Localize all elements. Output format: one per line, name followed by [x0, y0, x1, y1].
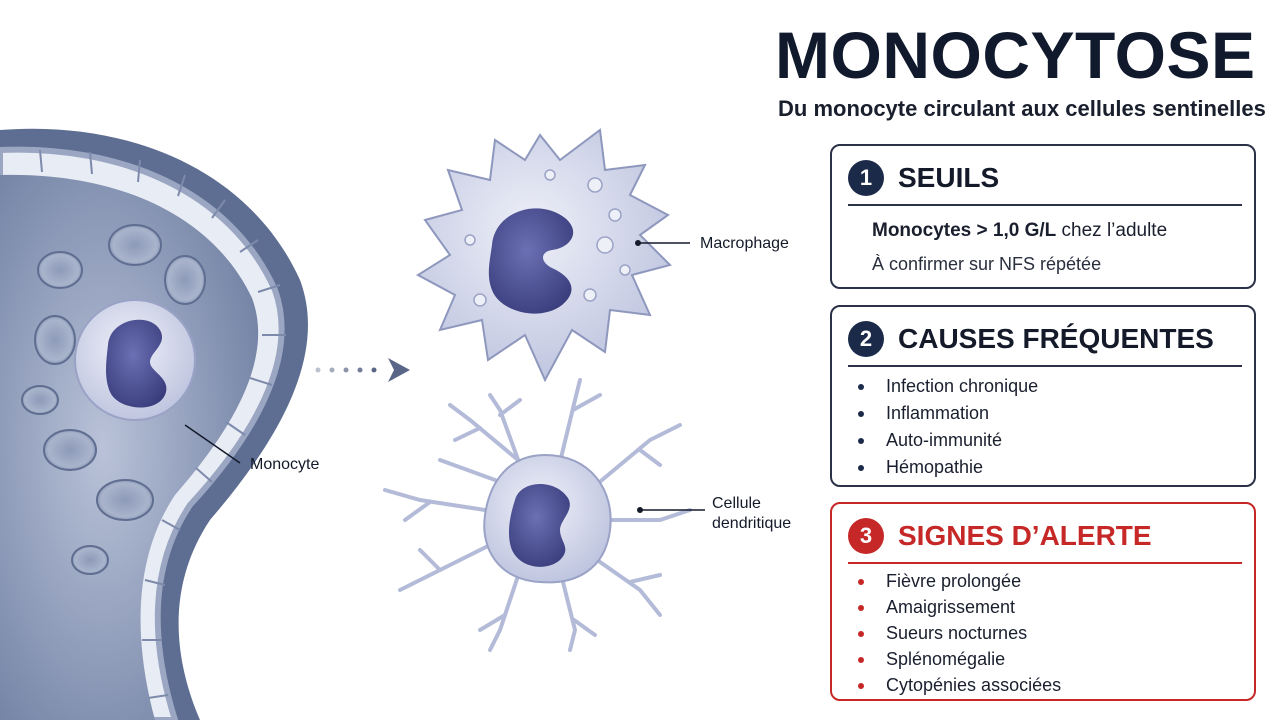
monocyte-pointer: [184, 424, 241, 464]
list-item: Splénomégalie: [852, 646, 1061, 672]
monocyte-label: Monocyte: [250, 456, 320, 473]
card-causes-number: 2: [848, 321, 884, 357]
causes-list: Infection chronique Inflammation Auto-im…: [852, 373, 1038, 481]
card-seuils-title: SEUILS: [898, 162, 1000, 193]
card-causes: 2 CAUSES FRÉQUENTES Infection chronique …: [830, 305, 1256, 487]
dendritic-label-line1: Cellule: [712, 495, 761, 512]
alerte-list: Fièvre prolongée Amaigrissement Sueurs n…: [852, 568, 1061, 698]
list-item: Inflammation: [852, 400, 1038, 427]
seuils-note: À confirmer sur NFS répétée: [872, 254, 1102, 274]
seuils-threshold: Monocytes > 1,0 G/L chez l’adulte: [872, 220, 1167, 242]
card-seuils-number: 1: [848, 160, 884, 196]
dendritic-label-line2: dendritique: [712, 515, 792, 532]
blood-vessel: [0, 128, 308, 720]
card-causes-title: CAUSES FRÉQUENTES: [898, 323, 1214, 354]
list-item: Hémopathie: [852, 454, 1038, 481]
card-seuils: 1 SEUILS Monocytes > 1,0 G/L chez l’adul…: [830, 144, 1256, 289]
macrophage-cell: [416, 128, 690, 383]
card-causes-divider: [848, 365, 1242, 367]
page-title: MONOCYTOSE: [775, 18, 1256, 92]
macrophage-label: Macrophage: [700, 235, 789, 252]
list-item: Amaigrissement: [852, 594, 1061, 620]
card-alerte: 3 SIGNES D’ALERTE Fièvre prolongée Amaig…: [830, 502, 1256, 701]
differentiation-arrow: [315, 358, 410, 382]
card-alerte-number: 3: [848, 518, 884, 554]
list-item: Fièvre prolongée: [852, 568, 1061, 594]
page-subtitle: Du monocyte circulant aux cellules senti…: [778, 96, 1266, 121]
list-item: Sueurs nocturnes: [852, 620, 1061, 646]
list-item: Cytopénies associées: [852, 672, 1061, 698]
card-alerte-title: SIGNES D’ALERTE: [898, 520, 1152, 551]
dendritic-cell: [383, 378, 705, 652]
dendritic-label: Cellule dendritique: [712, 494, 791, 534]
illustration: [0, 128, 705, 720]
card-seuils-header: 1 SEUILS: [848, 160, 999, 196]
monocyte-cell: [74, 299, 196, 421]
list-item: Infection chronique: [852, 373, 1038, 400]
seuils-threshold-context: chez l’adulte: [1056, 220, 1168, 241]
card-alerte-divider: [848, 562, 1242, 564]
card-causes-header: 2 CAUSES FRÉQUENTES: [848, 321, 1214, 357]
list-item: Auto-immunité: [852, 427, 1038, 454]
card-alerte-header: 3 SIGNES D’ALERTE: [848, 518, 1152, 554]
seuils-threshold-value: Monocytes > 1,0 G/L: [872, 220, 1057, 241]
red-blood-cells: [21, 224, 206, 575]
card-seuils-divider: [848, 204, 1242, 206]
